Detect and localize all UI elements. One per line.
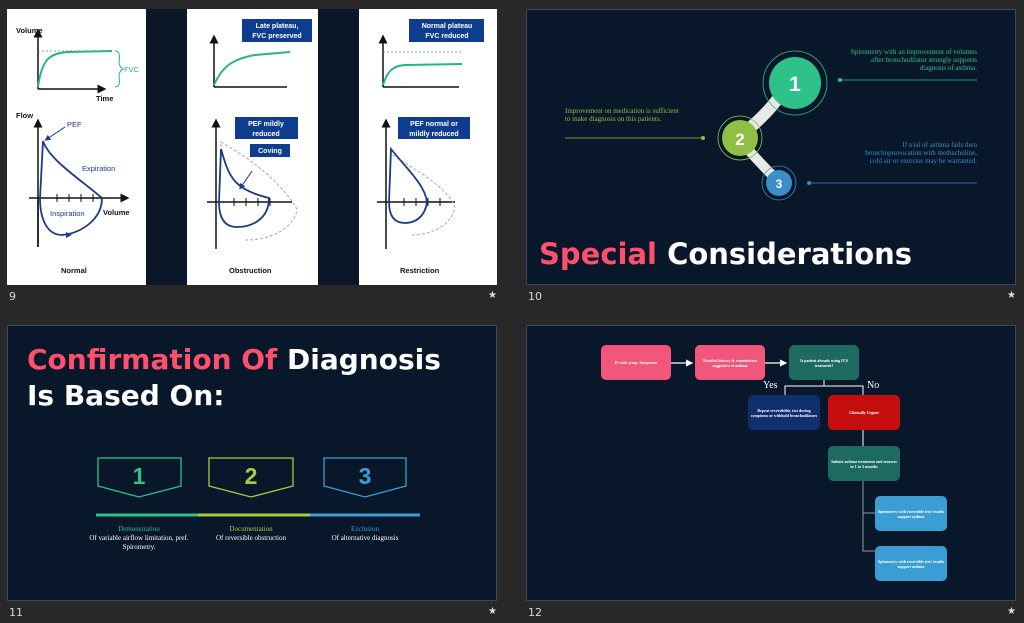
flow-box-clinically-urgent: Clinically Urgent (828, 395, 900, 430)
star-icon[interactable]: ★ (1007, 290, 1016, 301)
svg-text:Late plateau,: Late plateau, (256, 23, 299, 30)
consideration-text-1: Spirometry with an improvement of volume… (850, 48, 977, 72)
svg-text:reduced: reduced (252, 131, 279, 138)
svg-text:FVC preserved: FVC preserved (252, 33, 301, 40)
slide-thumbnail-9[interactable]: Volume Time FVC Flow PEF Expiration Insp… (7, 9, 497, 285)
flowchart-connectors (671, 359, 875, 552)
number-1: 1 (789, 73, 801, 96)
slide-number-12: 12 (528, 606, 542, 619)
step-1: Demonstration Of variable airflow limita… (89, 525, 189, 551)
svg-text:Coving: Coving (258, 148, 282, 155)
consideration-text-2: Improvement on medication is sufficient … (565, 107, 679, 123)
label-restriction: Restriction (400, 266, 440, 275)
diagnosis-steps-graphic: 1 2 3 (96, 457, 420, 517)
label-inspiration: Inspiration (50, 209, 85, 218)
callout-normal-plateau (409, 19, 484, 42)
slide-number-11: 11 (9, 606, 23, 619)
label-time: Time (96, 94, 113, 103)
label-yes: Yes (763, 380, 778, 391)
slide-thumbnail-10[interactable]: 1 2 3 Spirometry with an improvement of … (526, 9, 1016, 285)
number-2: 2 (735, 130, 744, 149)
considerations-graphic: 1 2 3 (565, 50, 977, 201)
label-normal: Normal (61, 266, 87, 275)
svg-text:Normal plateau: Normal plateau (422, 23, 473, 30)
svg-text:PEF normal or: PEF normal or (410, 121, 458, 128)
flow-box-initiate-treatment: Initiate asthma treatment and reassess i… (828, 446, 900, 481)
flow-box-ics-question: Is patient already using ICS treatment? (789, 345, 859, 380)
step-number-3: 3 (359, 463, 372, 489)
svg-text:mildly reduced: mildly reduced (409, 131, 458, 138)
star-icon[interactable]: ★ (1007, 606, 1016, 617)
step-2: Documentation Of reversible obstruction (216, 525, 286, 542)
separator-bar (146, 9, 187, 285)
step-3: Exclusion Of alternative diagnosis (331, 525, 399, 542)
flow-box-history: Detailed history & examination suggestiv… (695, 345, 765, 380)
slide-thumbnail-12[interactable]: Pt with symp. Symptoms Detailed history … (526, 325, 1016, 601)
slide-title: Special Considerations (539, 237, 913, 271)
step-number-1: 1 (133, 463, 146, 489)
svg-text:PEF mildly: PEF mildly (248, 121, 284, 128)
slide-number-9: 9 (9, 290, 16, 303)
label-flow: Flow (16, 111, 33, 120)
label-volume: Volume (16, 26, 43, 35)
label-expiration: Expiration (82, 164, 115, 173)
flow-box-repeat-test: Repeat reversibility test during symptom… (748, 395, 820, 430)
slide-number-10: 10 (528, 290, 542, 303)
flow-box-spirometry-2: Spirometry with reversible test/ results… (875, 546, 947, 581)
label-no: No (867, 380, 880, 391)
star-icon[interactable]: ★ (488, 290, 497, 301)
svg-text:FVC reduced: FVC reduced (425, 33, 468, 40)
star-icon[interactable]: ★ (488, 606, 497, 617)
label-obstruction: Obstruction (229, 266, 272, 275)
step-number-2: 2 (245, 463, 258, 489)
flow-box-symptoms: Pt with symp. Symptoms (601, 345, 671, 380)
separator-bar (318, 9, 359, 285)
label-volume-axis: Volume (103, 208, 130, 217)
label-pef: PEF (67, 120, 82, 129)
callout-pef-mild (235, 117, 298, 139)
slide-thumbnail-11[interactable]: Confirmation Of Diagnosis Is Based On: 1… (7, 325, 497, 601)
spirometry-diagram: Volume Time FVC Flow PEF Expiration Insp… (16, 9, 484, 285)
flow-box-spirometry-1: Spirometry with reversible test/ results… (875, 496, 947, 531)
slide-title: Confirmation Of Diagnosis Is Based On: (27, 343, 441, 412)
number-3: 3 (776, 177, 783, 191)
consideration-text-3: If trial of asthma fails then bronchopro… (865, 141, 977, 165)
callout-pef-normal (398, 117, 470, 139)
label-fvc: FVC (124, 65, 140, 74)
callout-coving (250, 144, 290, 157)
callout-late-plateau (242, 19, 312, 42)
